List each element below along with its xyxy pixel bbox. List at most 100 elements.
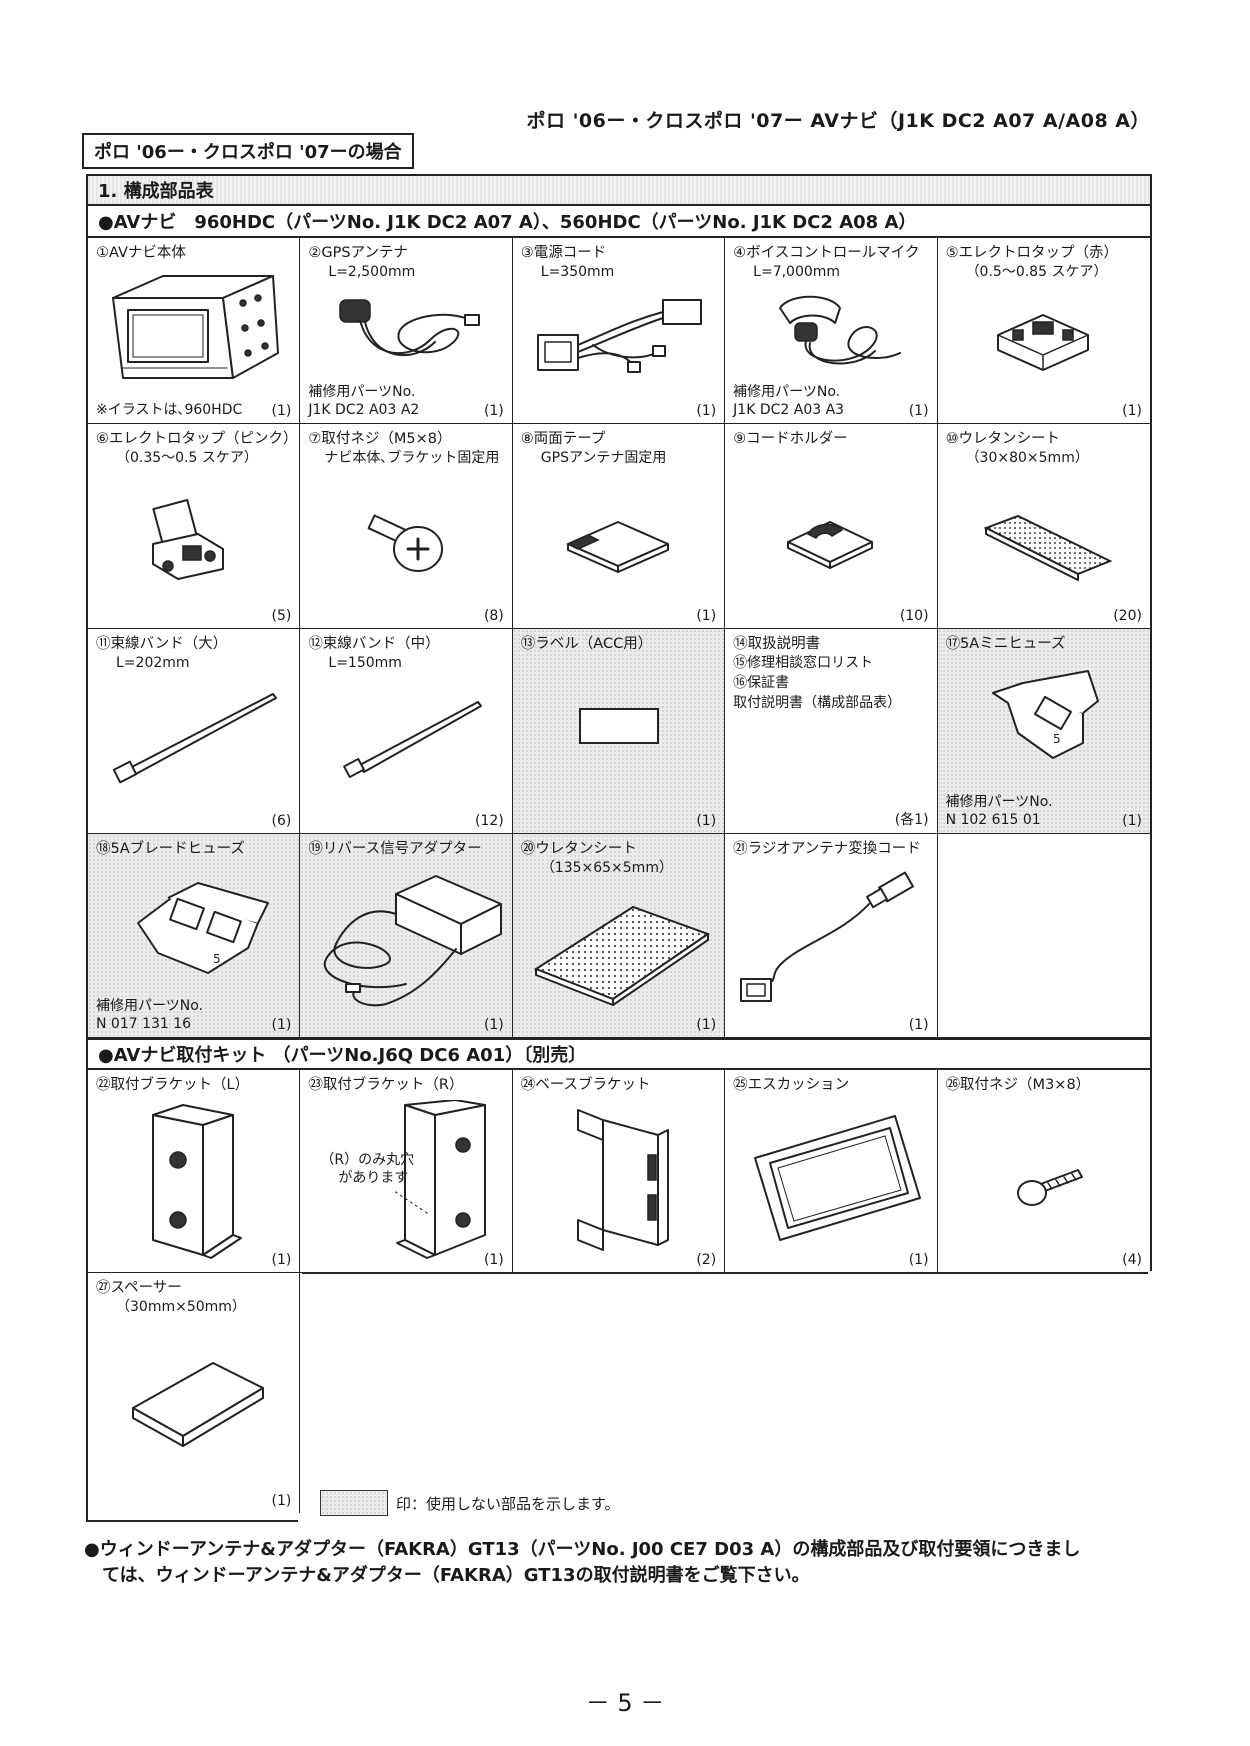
acc-label-illustration — [578, 708, 659, 744]
part-title: ㉓取付ブラケット（R） — [308, 1077, 464, 1093]
page-number: － 5 － — [585, 1689, 665, 1717]
spare-part-label: 補修用パーツNo. — [733, 384, 841, 400]
part-title: ㉒取付ブラケット（L） — [96, 1077, 250, 1093]
spare-part-number: 補修用パーツNo. N 017 131 16 — [96, 998, 203, 1033]
part-quantity: (1) — [1122, 403, 1142, 419]
electrotap-red-illustration — [996, 314, 1089, 371]
part-spec: L=150mm — [328, 655, 402, 671]
part-cell-screw-m5: ⑦取付ネジ（M5×8） ナビ本体､ブラケット固定用 (8) — [300, 424, 513, 629]
part-quantity: (1) — [483, 1252, 504, 1268]
part-quantity: (1) — [1122, 813, 1142, 829]
spacer-illustration — [132, 1362, 264, 1447]
part-cell-gps-antenna: ②GPSアンテナ L=2,500mm 補修用パーツNo. J1K DC2 A03… — [300, 238, 513, 424]
part-title: ④ボイスコントロールマイク — [733, 245, 920, 261]
part-spec: L=2,500mm — [328, 264, 416, 280]
part-quantity: (1) — [908, 1017, 929, 1033]
navi-unit-illustration — [112, 275, 279, 379]
part-note: ※イラストは､960HDC — [96, 401, 243, 418]
legend-swatch — [320, 1490, 388, 1516]
part-cell-manuals: ⑭取扱説明書 ⑮修理相談窓口リスト ⑯保証書 取付説明書（構成部品表） (各1) — [725, 629, 938, 834]
part-title: ⑭取扱説明書 — [733, 636, 821, 652]
part-cell-base-bracket: ㉔ベースブラケット (2) — [512, 1070, 726, 1273]
part-title: ⑤エレクトロタップ（赤） — [945, 245, 1119, 261]
part-title: ⑧両面テープ — [520, 431, 606, 447]
spare-part-number: 補修用パーツNo. N 102 615 01 — [946, 794, 1053, 829]
frame-gap-bottom — [298, 1520, 1154, 1526]
part-cell-bracket-left: ㉒取付ブラケット（L） (1) — [88, 1070, 301, 1273]
escutcheon-illustration — [754, 1115, 922, 1241]
part-title: ⑨コードホルダー — [733, 431, 848, 447]
part-quantity: (1) — [483, 1017, 504, 1033]
part-title: ㉑ラジオアンテナ変換コード — [733, 841, 921, 857]
part-spec: （30mm×50mm） — [116, 1299, 246, 1315]
spare-part-label: 補修用パーツNo. — [308, 384, 416, 400]
voice-mic-illustration — [779, 295, 902, 365]
parts-grid-kit: ㉒取付ブラケット（L） (1) ㉓取付ブラケット（R） — [88, 1070, 1150, 1513]
part-quantity: (各1) — [894, 812, 929, 828]
part-cell-escutcheon: ㉕エスカッション (1) — [725, 1070, 938, 1273]
part-cell-mini-fuse: ⑰5Aミニヒューズ 5 補修用パーツNo. N 102 615 01 (1) — [937, 629, 1150, 834]
group-title-navi: ●AVナビ 960HDC（パーツNo. J1K DC2 A07 A）、560HD… — [88, 206, 1150, 238]
part-quantity: (1) — [271, 403, 292, 419]
part-title: ③電源コード — [520, 245, 607, 261]
part-quantity: (1) — [908, 1252, 929, 1268]
part-title: ⑦取付ネジ（M5×8） — [308, 431, 452, 447]
blank-area — [302, 1273, 1154, 1526]
urethane-sheet-small-illustration — [983, 514, 1113, 581]
bracket-left-illustration — [152, 1104, 242, 1259]
legend-text: 印：使用しない部品を示します。 — [396, 1494, 620, 1513]
screw-m3-illustration — [1016, 1169, 1083, 1206]
part-title: ㉗スペーサー — [96, 1280, 182, 1296]
spare-part-number: 補修用パーツNo. J1K DC2 A03 A3 — [733, 384, 844, 419]
part-cell-electrotap-red: ⑤エレクトロタップ（赤） （0.5～0.85 スケア） (1) — [937, 238, 1150, 424]
part-title: ㉔ベースブラケット — [520, 1077, 651, 1093]
part-title: ㉖取付ネジ（M3×8） — [945, 1077, 1091, 1093]
spare-part-code: N 017 131 16 — [96, 1015, 192, 1032]
part-spec: （30×80×5mm） — [965, 450, 1089, 466]
part-quantity: (1) — [271, 1493, 292, 1509]
part-cell-navi-unit: ①AVナビ本体 ※イラストは､960HDC (1) — [88, 238, 301, 424]
part-cell-electrotap-pink: ⑥エレクトロタップ（ピンク） （0.35～0.5 スケア） (5) — [88, 424, 301, 629]
part-title: ①AVナビ本体 — [96, 245, 186, 261]
part-spec: ナビ本体､ブラケット固定用 — [324, 450, 500, 466]
part-cell-cable-tie-large: ⑪束線バンド（大） L=202mm (6) — [88, 629, 301, 834]
part-quantity: (4) — [1122, 1252, 1142, 1268]
part-cell-urethane-sheet-large: ⑳ウレタンシート （135×65×5mm） (1) — [512, 834, 726, 1038]
part-title: ⑥エレクトロタップ（ピンク） — [96, 431, 298, 447]
part-cell-radio-antenna-cord: ㉑ラジオアンテナ変換コード (1) — [725, 834, 938, 1038]
double-tape-illustration — [566, 521, 669, 573]
part-title: ⑬ラベル（ACC用） — [520, 636, 653, 652]
part-title: ⑪束線バンド（大） — [96, 636, 228, 652]
bracket-right-illustration — [395, 1100, 487, 1259]
part-quantity: (12) — [475, 813, 504, 829]
part-spec: L=202mm — [116, 655, 190, 671]
part-quantity: (1) — [696, 608, 717, 624]
cord-holder-illustration — [787, 521, 874, 569]
case-label: ポロ '06ー・クロスポロ '07ーの場合 — [82, 133, 414, 169]
part-quantity: (1) — [271, 1252, 292, 1268]
part-quantity: (5) — [271, 608, 292, 624]
part-cell-bracket-right: ㉓取付ブラケット（R） （R）のみ丸穴 があります (1) — [300, 1070, 513, 1273]
antenna-note-line1: ●ウィンドーアンテナ&アダプター（FAKRA）GT13（パーツNo. J00 C… — [84, 1539, 1081, 1560]
part-title: ⑱5Aブレードヒューズ — [96, 841, 245, 857]
group-title-kit: ●AVナビ取付キット （パーツNo.J6Q DC6 A01）〔別売〕 — [88, 1038, 1150, 1070]
part-quantity: (1) — [696, 1017, 717, 1033]
part-cell-reverse-adapter: ⑲リバース信号アダプター (1) — [300, 834, 513, 1038]
part-cell-voice-mic: ④ボイスコントロールマイク L=7,000mm 補修用パーツNo. J1K DC… — [725, 238, 938, 424]
radio-antenna-cord-illustration — [740, 871, 915, 1002]
spare-part-label: 補修用パーツNo. — [96, 998, 203, 1014]
reverse-adapter-illustration — [324, 875, 503, 1007]
parts-grid-navi: ①AVナビ本体 ※イラストは､960HDC (1) ②GPSアンテナ L=2,5… — [88, 238, 1150, 1038]
parts-table: 1. 構成部品表 ●AVナビ 960HDC（パーツNo. J1K DC2 A07… — [86, 174, 1154, 1526]
part-quantity: (10) — [899, 608, 929, 624]
svg-text:5: 5 — [213, 952, 221, 966]
part-quantity: (6) — [271, 813, 292, 829]
bracket-note-line1: （R）のみ丸穴 — [320, 1152, 415, 1168]
spare-part-code: N 102 615 01 — [945, 811, 1041, 828]
legend: 印：使用しない部品を示します。 — [320, 1490, 620, 1516]
part-spec: （0.35～0.5 スケア） — [116, 450, 258, 466]
part-title: ⑰5Aミニヒューズ — [945, 636, 1066, 652]
part-quantity: (20) — [1113, 608, 1142, 624]
part-cell-urethane-sheet-small: ⑩ウレタンシート （30×80×5mm） (20) — [937, 424, 1150, 629]
part-quantity: (8) — [483, 608, 504, 624]
